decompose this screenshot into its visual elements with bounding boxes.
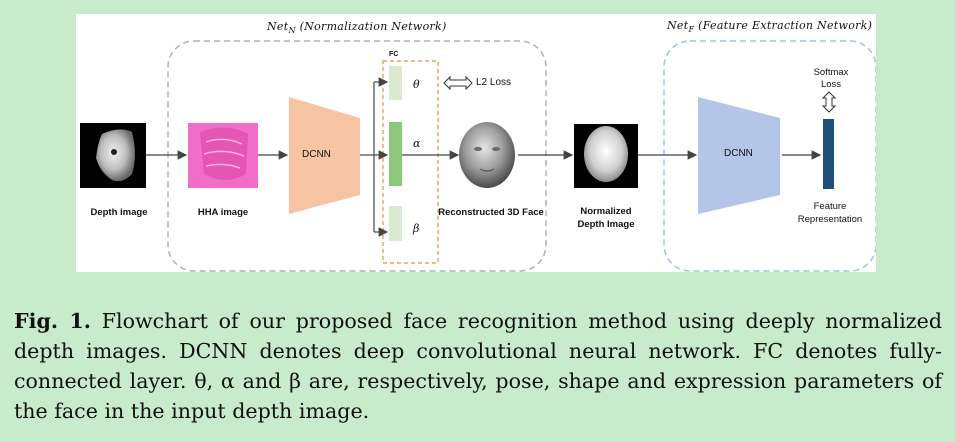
feature-representation-label: Feature Representation [797,201,863,225]
softmax-double-arrow [821,91,837,113]
feature-representation-bar [823,119,834,189]
reconstructed-face [459,122,515,188]
net-n-title: NetN (Normalization Network) [267,20,447,36]
fc-layer-box [382,60,439,264]
depth-face-shape [96,129,135,182]
dcnn-f-label: DCNN [724,148,753,159]
reconstructed-face-label: Reconstructed 3D Face [438,207,544,218]
l2-loss-label: L2 Loss [476,77,512,88]
hha-image-label: HHA image [197,207,249,218]
caption-text: Flowchart of our proposed face recogniti… [14,309,943,423]
dcnn-n-label: DCNN [302,149,331,160]
diagram-canvas [80,40,877,272]
fc-label: FC [389,51,399,58]
fc-theta-bar [389,66,402,100]
fc-alpha-bar [389,122,402,186]
normalized-depth-label: Normalized Depth Image [577,206,635,230]
net-f-title: NetF (Feature Extraction Network) [667,19,873,35]
feature-network-box [663,40,877,272]
alpha-label: α [413,137,421,150]
beta-label: β [413,222,420,235]
dcnn-feature [698,97,780,214]
figure-caption: Fig. 1. Flowchart of our proposed face r… [14,306,942,426]
theta-label: θ [413,78,420,91]
depth-image-label: Depth image [90,207,148,218]
l2-double-arrow [443,75,473,91]
normalization-network-box [167,40,547,272]
dcnn-normalization [289,97,360,214]
softmax-loss-label: Softmax Loss [813,67,849,90]
diagram-panel: NetN (Normalization Network) NetF (Featu… [76,14,877,272]
fc-beta-bar [389,206,402,241]
caption-prefix: Fig. 1. [14,309,91,333]
